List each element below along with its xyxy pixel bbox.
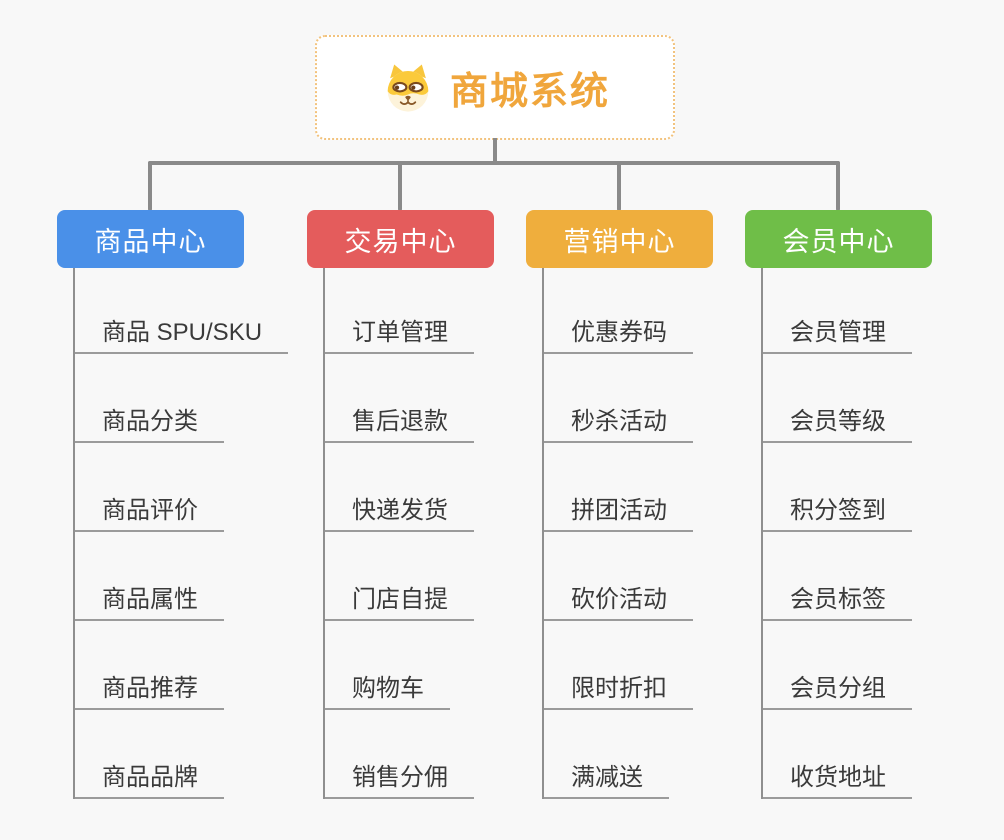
list-item[interactable]: 快递发货 (325, 443, 474, 532)
node-label: 秒杀活动 (571, 408, 667, 435)
node-label: 限时折扣 (571, 675, 667, 702)
branch-label: 会员中心 (782, 226, 895, 257)
connector-drop-trade (398, 161, 402, 211)
connector-drop-product (148, 161, 152, 211)
node-label: 销售分佣 (352, 764, 448, 791)
connector-drop-marketing (617, 161, 621, 211)
list-item[interactable]: 商品评价 (75, 443, 224, 532)
connector-drop-member (836, 161, 840, 211)
node-label: 收货地址 (790, 764, 886, 791)
connector-horizontal-bar (148, 161, 840, 165)
list-item[interactable]: 优惠券码 (544, 268, 693, 354)
branch-marketing-items: 优惠券码 秒杀活动 拼团活动 砍价活动 限时折扣 满减送 (542, 268, 693, 799)
branch-node-marketing[interactable]: 营销中心 (526, 210, 713, 268)
node-label: 积分签到 (790, 497, 886, 524)
root-title: 商城系统 (449, 71, 610, 113)
node-label: 门店自提 (352, 586, 448, 613)
node-label: 快递发货 (352, 497, 448, 524)
node-label: 优惠券码 (571, 319, 667, 346)
node-label: 售后退款 (352, 408, 448, 435)
node-label: 商品 SPU/SKU (102, 319, 263, 346)
branch-node-member[interactable]: 会员中心 (745, 210, 932, 268)
branch-member-center: 会员中心 会员管理 会员等级 积分签到 会员标签 会员分组 收货地址 (745, 210, 932, 799)
list-item[interactable]: 满减送 (544, 710, 669, 799)
branch-trade-items: 订单管理 售后退款 快递发货 门店自提 购物车 销售分佣 (323, 268, 474, 799)
list-item[interactable]: 商品分类 (75, 354, 224, 443)
list-item[interactable]: 门店自提 (325, 532, 474, 621)
branch-member-items: 会员管理 会员等级 积分签到 会员标签 会员分组 收货地址 (761, 268, 912, 799)
branch-label: 营销中心 (563, 226, 676, 257)
node-label: 会员管理 (790, 319, 886, 346)
list-item[interactable]: 砍价活动 (544, 532, 693, 621)
list-item[interactable]: 会员等级 (763, 354, 912, 443)
shiba-dog-icon (387, 63, 429, 112)
list-item[interactable]: 积分签到 (763, 443, 912, 532)
connector-root-drop (493, 138, 497, 163)
branch-product-items: 商品 SPU/SKU 商品分类 商品评价 商品属性 商品推荐 商品品牌 (73, 268, 289, 799)
node-label: 商品分类 (102, 408, 198, 435)
list-item[interactable]: 购物车 (325, 621, 450, 710)
list-item[interactable]: 商品属性 (75, 532, 224, 621)
node-label: 商品品牌 (102, 764, 198, 791)
list-item[interactable]: 商品品牌 (75, 710, 224, 799)
list-item[interactable]: 限时折扣 (544, 621, 693, 710)
root-node[interactable]: 商城系统 (315, 35, 675, 140)
list-item[interactable]: 会员分组 (763, 621, 912, 710)
list-item[interactable]: 收货地址 (763, 710, 912, 799)
branch-product-center: 商品中心 商品 SPU/SKU 商品分类 商品评价 商品属性 商品推荐 商品品牌 (57, 210, 289, 799)
list-item[interactable]: 销售分佣 (325, 710, 474, 799)
list-item[interactable]: 订单管理 (325, 268, 474, 354)
node-label: 砍价活动 (571, 586, 667, 613)
branch-node-trade[interactable]: 交易中心 (307, 210, 494, 268)
node-label: 会员等级 (790, 408, 886, 435)
list-item[interactable]: 会员标签 (763, 532, 912, 621)
branch-marketing-center: 营销中心 优惠券码 秒杀活动 拼团活动 砍价活动 限时折扣 满减送 (526, 210, 713, 799)
list-item[interactable]: 商品推荐 (75, 621, 224, 710)
node-label: 商品推荐 (102, 675, 198, 702)
branch-label: 商品中心 (94, 226, 207, 257)
branch-node-product[interactable]: 商品中心 (57, 210, 244, 268)
list-item[interactable]: 商品 SPU/SKU (75, 268, 289, 354)
list-item[interactable]: 会员管理 (763, 268, 912, 354)
node-label: 会员分组 (790, 675, 886, 702)
node-label: 商品属性 (102, 586, 198, 613)
node-label: 会员标签 (790, 586, 886, 613)
branch-label: 交易中心 (344, 226, 457, 257)
branch-trade-center: 交易中心 订单管理 售后退款 快递发货 门店自提 购物车 销售分佣 (307, 210, 494, 799)
node-label: 拼团活动 (571, 497, 667, 524)
list-item[interactable]: 秒杀活动 (544, 354, 693, 443)
node-label: 购物车 (352, 675, 424, 702)
node-label: 商品评价 (102, 497, 198, 524)
list-item[interactable]: 售后退款 (325, 354, 474, 443)
list-item[interactable]: 拼团活动 (544, 443, 693, 532)
node-label: 订单管理 (352, 319, 448, 346)
node-label: 满减送 (571, 764, 643, 791)
